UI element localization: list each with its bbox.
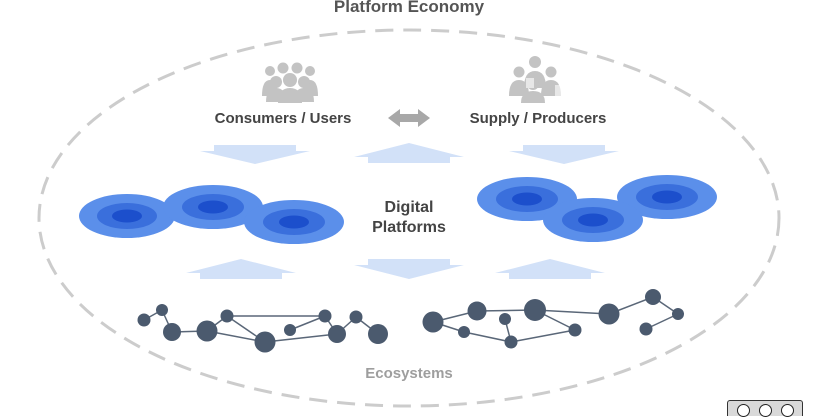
double-arrow-icon [388, 109, 430, 127]
platform-disc [617, 175, 717, 219]
platform-cluster-left [79, 185, 344, 244]
platform-disc [244, 200, 344, 244]
ecosystem-network-right [422, 289, 684, 349]
creative-commons-license-badge[interactable] [727, 400, 803, 417]
arrow-down-supply [509, 145, 619, 164]
arrow-up-consumers [354, 143, 464, 163]
arrow-up-consumers-lower [186, 259, 296, 279]
ecosystems-label: Ecosystems [365, 365, 453, 382]
platform-cluster-right [477, 175, 717, 242]
digital-platforms-label: Digital Platforms [349, 198, 469, 238]
consumers-label: Consumers / Users [214, 110, 352, 127]
digital-platforms-line1: Digital [384, 199, 434, 216]
arrow-up-supply-lower [495, 259, 605, 279]
platform-disc [163, 185, 263, 229]
share-alike-icon [780, 403, 794, 417]
supply-label: Supply / Producers [469, 110, 607, 127]
consumers-group-icon [262, 62, 318, 103]
arrow-down-platforms [354, 259, 464, 279]
platform-disc [79, 194, 175, 238]
platform-disc [543, 198, 643, 242]
attribution-icon [758, 403, 772, 417]
diagram-title: Platform Economy [333, 0, 485, 16]
creative-commons-icon [736, 403, 750, 417]
ecosystem-network-left [137, 304, 388, 353]
platform-economy-boundary [37, 28, 781, 408]
digital-platforms-line2: Platforms [372, 219, 446, 236]
arrow-down-consumers [200, 145, 310, 164]
producers-group-icon [509, 56, 563, 103]
